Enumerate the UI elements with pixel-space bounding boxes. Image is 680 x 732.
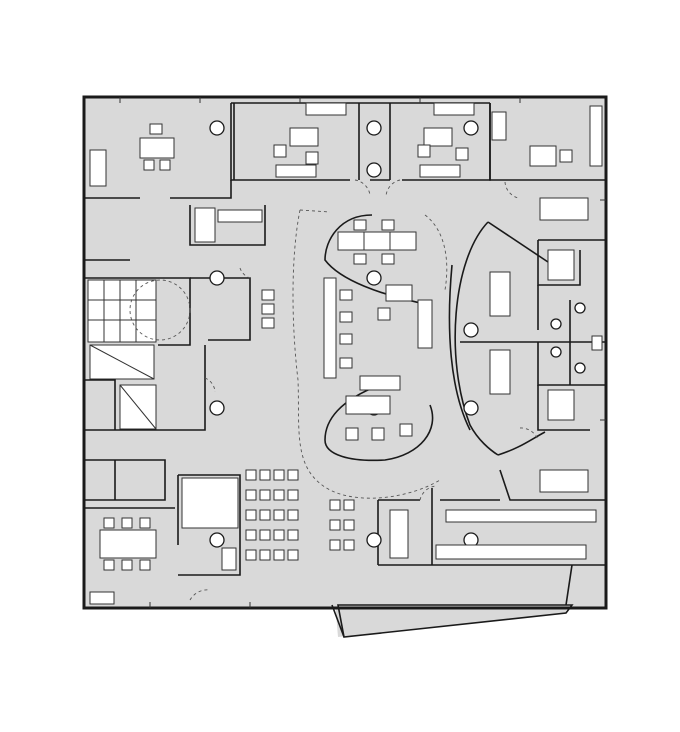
window-mullions bbox=[119, 97, 606, 608]
columns bbox=[209, 120, 586, 548]
furniture bbox=[89, 102, 603, 605]
right-offices bbox=[377, 179, 606, 566]
exterior-walls bbox=[82, 95, 608, 638]
seating-grid bbox=[245, 469, 355, 561]
lower-left-rooms bbox=[84, 474, 241, 576]
door-swings bbox=[189, 179, 539, 601]
left-core bbox=[84, 205, 266, 501]
